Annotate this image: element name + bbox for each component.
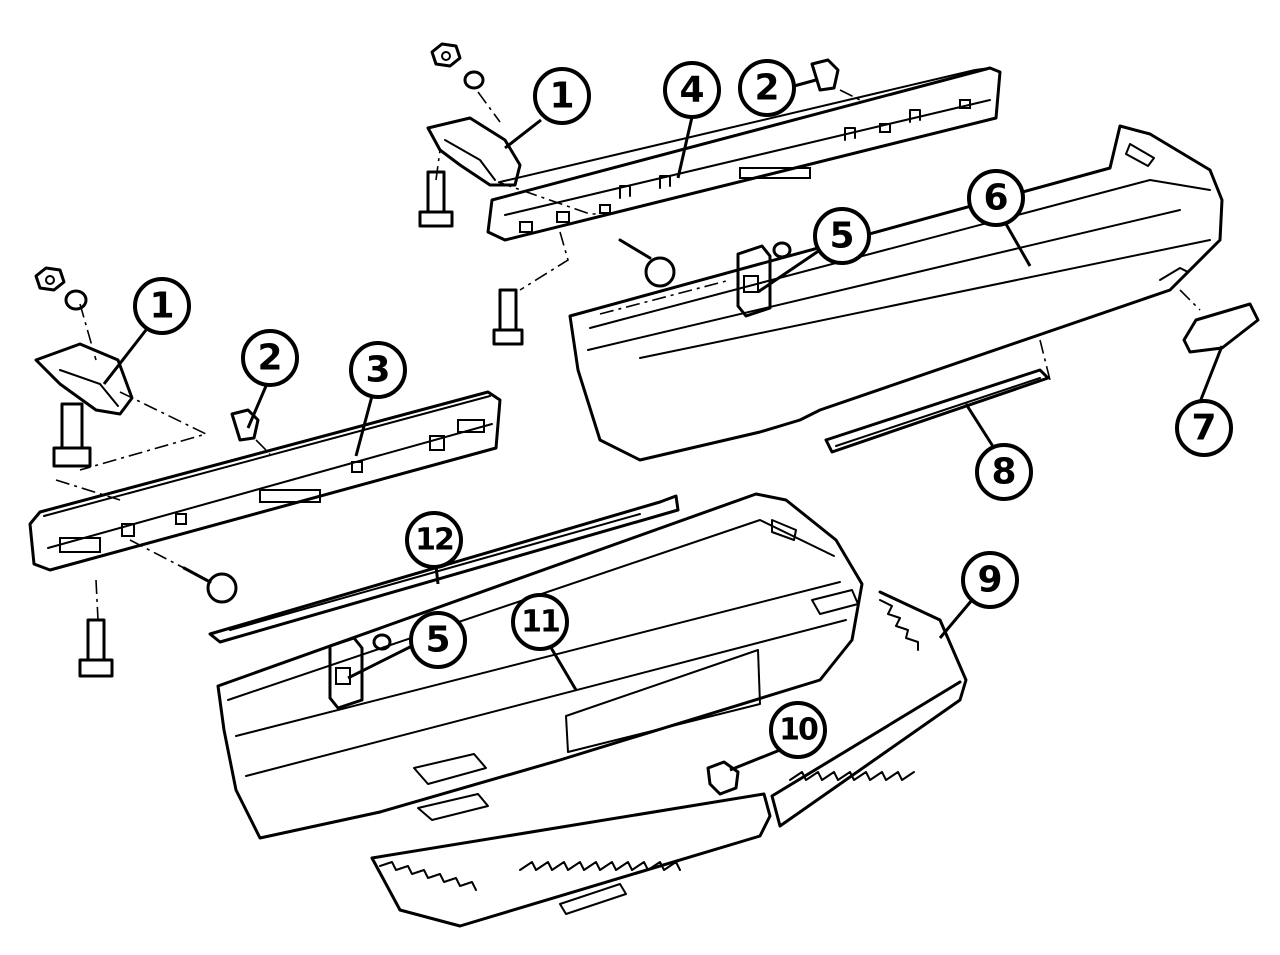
spoiler-clip <box>706 760 740 796</box>
front-nut <box>34 266 66 292</box>
rear-push-clip <box>618 238 676 288</box>
svg-text:4: 4 <box>679 70 704 111</box>
front-push-clip <box>182 566 238 604</box>
rear-side-bracket <box>1182 302 1260 354</box>
callout-4: 4 <box>663 61 721 179</box>
svg-text:10: 10 <box>779 713 818 748</box>
callout-2-front: 2 <box>241 329 299 429</box>
callout-2-rear: 2 <box>738 59 817 117</box>
callout-3: 3 <box>349 341 407 457</box>
front-lower-spoiler-right <box>770 590 968 828</box>
svg-text:5: 5 <box>425 620 450 661</box>
callout-7: 7 <box>1175 345 1233 457</box>
svg-text:8: 8 <box>991 452 1016 493</box>
svg-text:2: 2 <box>257 338 282 379</box>
callout-9: 9 <box>938 551 1019 639</box>
front-mounting-bracket <box>34 342 134 416</box>
rear-bolt-upper <box>418 170 454 228</box>
front-reinforcement-beam <box>28 390 502 572</box>
rear-nut <box>430 42 462 68</box>
front-washer <box>64 289 88 311</box>
rear-washer <box>463 70 485 90</box>
svg-text:7: 7 <box>1191 408 1216 449</box>
rear-clip <box>810 58 840 92</box>
callout-1-front: 1 <box>102 277 191 385</box>
callout-5-front: 5 <box>347 611 467 680</box>
callout-5-rear: 5 <box>757 207 871 294</box>
rear-reinforcement-beam <box>486 66 1002 242</box>
front-bolt-lower <box>78 618 114 678</box>
front-bumper-cover <box>216 492 864 840</box>
alignment-lines <box>55 89 1201 621</box>
svg-text:1: 1 <box>549 76 574 117</box>
callout-10: 10 <box>729 701 827 772</box>
svg-text:5: 5 <box>829 216 854 257</box>
svg-text:12: 12 <box>415 523 453 558</box>
svg-text:2: 2 <box>754 68 779 109</box>
front-lower-spoiler-left <box>370 792 772 928</box>
rear-lower-strip <box>824 368 1050 454</box>
rear-bolt-lower <box>492 288 524 346</box>
callout-11: 11 <box>511 593 578 691</box>
svg-text:6: 6 <box>983 178 1008 219</box>
svg-text:1: 1 <box>149 286 174 327</box>
callout-12: 12 <box>405 511 463 585</box>
front-retainer-nut <box>372 633 392 651</box>
svg-text:9: 9 <box>977 560 1002 601</box>
front-clip <box>230 408 260 442</box>
front-bolt-upper <box>52 402 92 468</box>
callout-1-rear: 1 <box>504 67 591 150</box>
rear-bumper-cover <box>568 124 1224 462</box>
rear-mounting-bracket <box>426 116 522 187</box>
callout-6: 6 <box>967 169 1032 267</box>
front-moulding-strip <box>208 494 680 644</box>
svg-text:3: 3 <box>365 350 390 391</box>
callout-8: 8 <box>964 403 1033 501</box>
svg-text:11: 11 <box>521 605 559 640</box>
